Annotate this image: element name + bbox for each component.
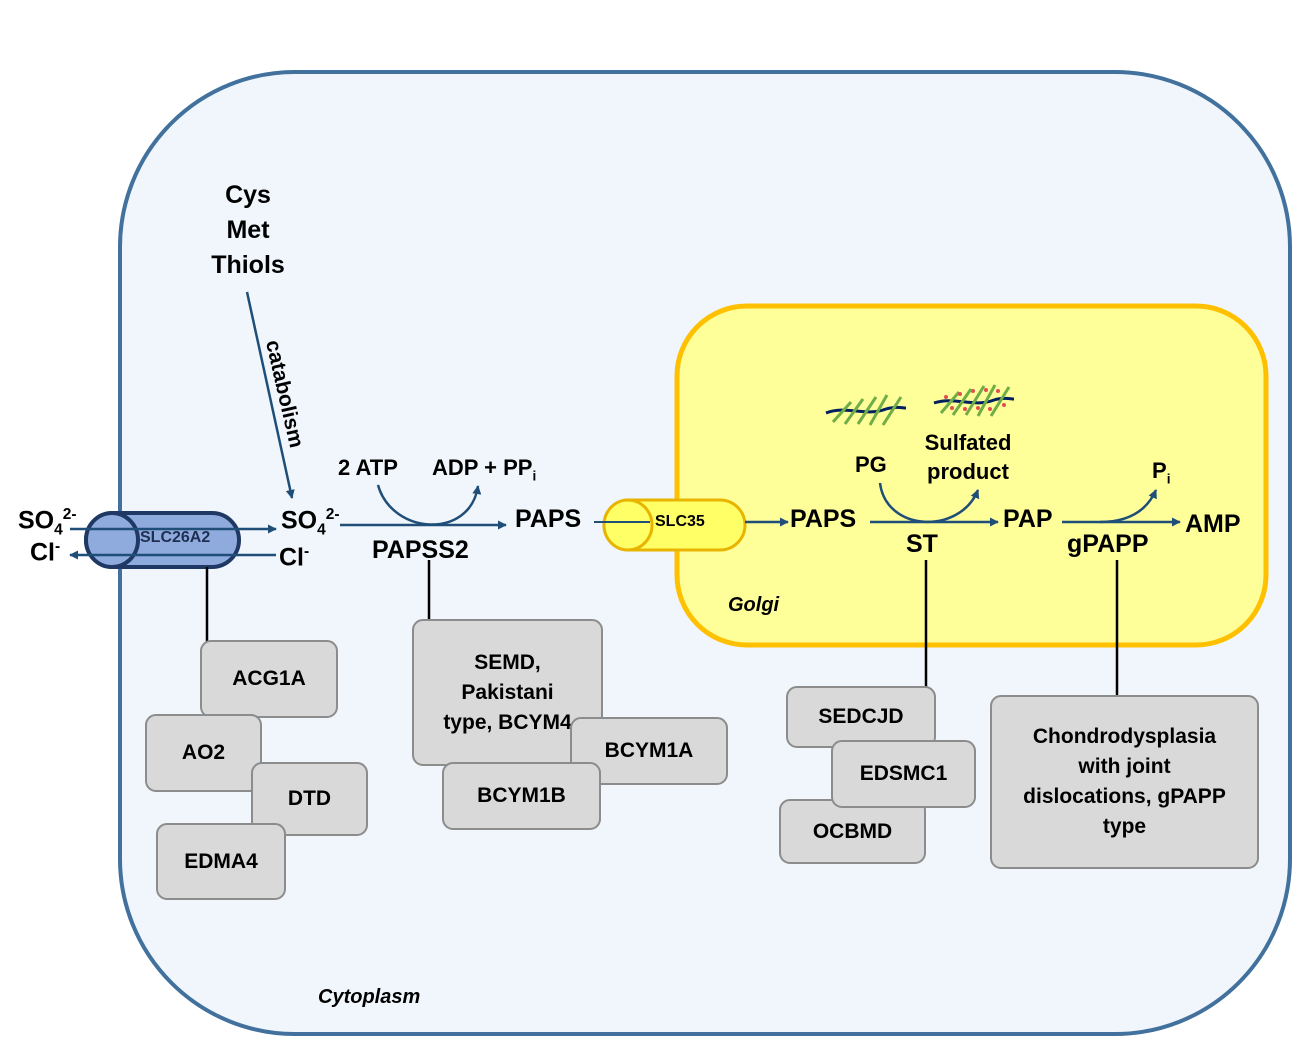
papss2-enzyme-label: PAPSS2 (372, 536, 469, 564)
st-enzyme-label: ST (906, 530, 938, 558)
golgi-label: Golgi (728, 594, 780, 616)
disorder-box-dtd: DTD (251, 762, 368, 836)
inside-sulfate-label: SO42- (281, 506, 340, 539)
paps-golgi-label: PAPS (790, 505, 857, 533)
pi-label: Pi (1152, 458, 1171, 487)
amp-label: AMP (1185, 510, 1241, 538)
sulfated-product-label: Sulfated product (924, 430, 1012, 484)
slc35-transporter (602, 498, 747, 552)
slc35-label: SLC35 (655, 513, 705, 530)
disorder-box-edma4: EDMA4 (156, 823, 286, 900)
slc26a2-transporter (84, 511, 241, 569)
cytoplasm-label: Cytoplasm (318, 986, 421, 1008)
disorder-box-semd-pakistani: SEMD, Pakistani type, BCYM4 (412, 619, 603, 766)
golgi-compartment (674, 303, 1269, 648)
proteoglycan-icon (825, 394, 907, 426)
outside-chloride-label: Cl- (30, 538, 61, 567)
adp-pp-label: ADP + PPi (432, 455, 537, 484)
pg-to-sulfated-arc (878, 482, 980, 523)
inside-chloride-label: Cl- (279, 543, 310, 572)
pap-label: PAP (1003, 505, 1053, 533)
atp-label: 2 ATP (338, 455, 398, 480)
outside-sulfate-label: SO42- (18, 506, 77, 539)
atp-to-adp-arc (376, 484, 482, 526)
amino-acid-sources: Cys Met Thiols (198, 178, 298, 283)
slc26a2-label: SLC26A2 (140, 529, 211, 546)
gpapp-enzyme-label: gPAPP (1067, 530, 1149, 558)
disorder-box-sedcjd: SEDCJD (786, 686, 936, 748)
disorder-box-bcym1b: BCYM1B (442, 762, 601, 830)
pi-release-arc (1099, 489, 1158, 524)
catabolism-arrow (245, 291, 295, 499)
disorder-box-acg1a: ACG1A (200, 640, 338, 718)
source-met: Met (226, 216, 270, 244)
source-cys: Cys (225, 181, 271, 209)
disorder-box-gpapp-chondrodysplasia: Chondrodysplasia with joint dislocations… (990, 695, 1259, 869)
pg-label: PG (855, 452, 887, 477)
disorder-box-edsmc1: EDSMC1 (831, 740, 976, 808)
source-thiols: Thiols (211, 251, 285, 279)
sulfated-proteoglycan-icon (933, 384, 1015, 417)
disorder-box-ocbmd: OCBMD (779, 799, 926, 864)
paps-cytoplasm-label: PAPS (515, 505, 582, 533)
disorder-box-ao2: AO2 (145, 714, 262, 792)
